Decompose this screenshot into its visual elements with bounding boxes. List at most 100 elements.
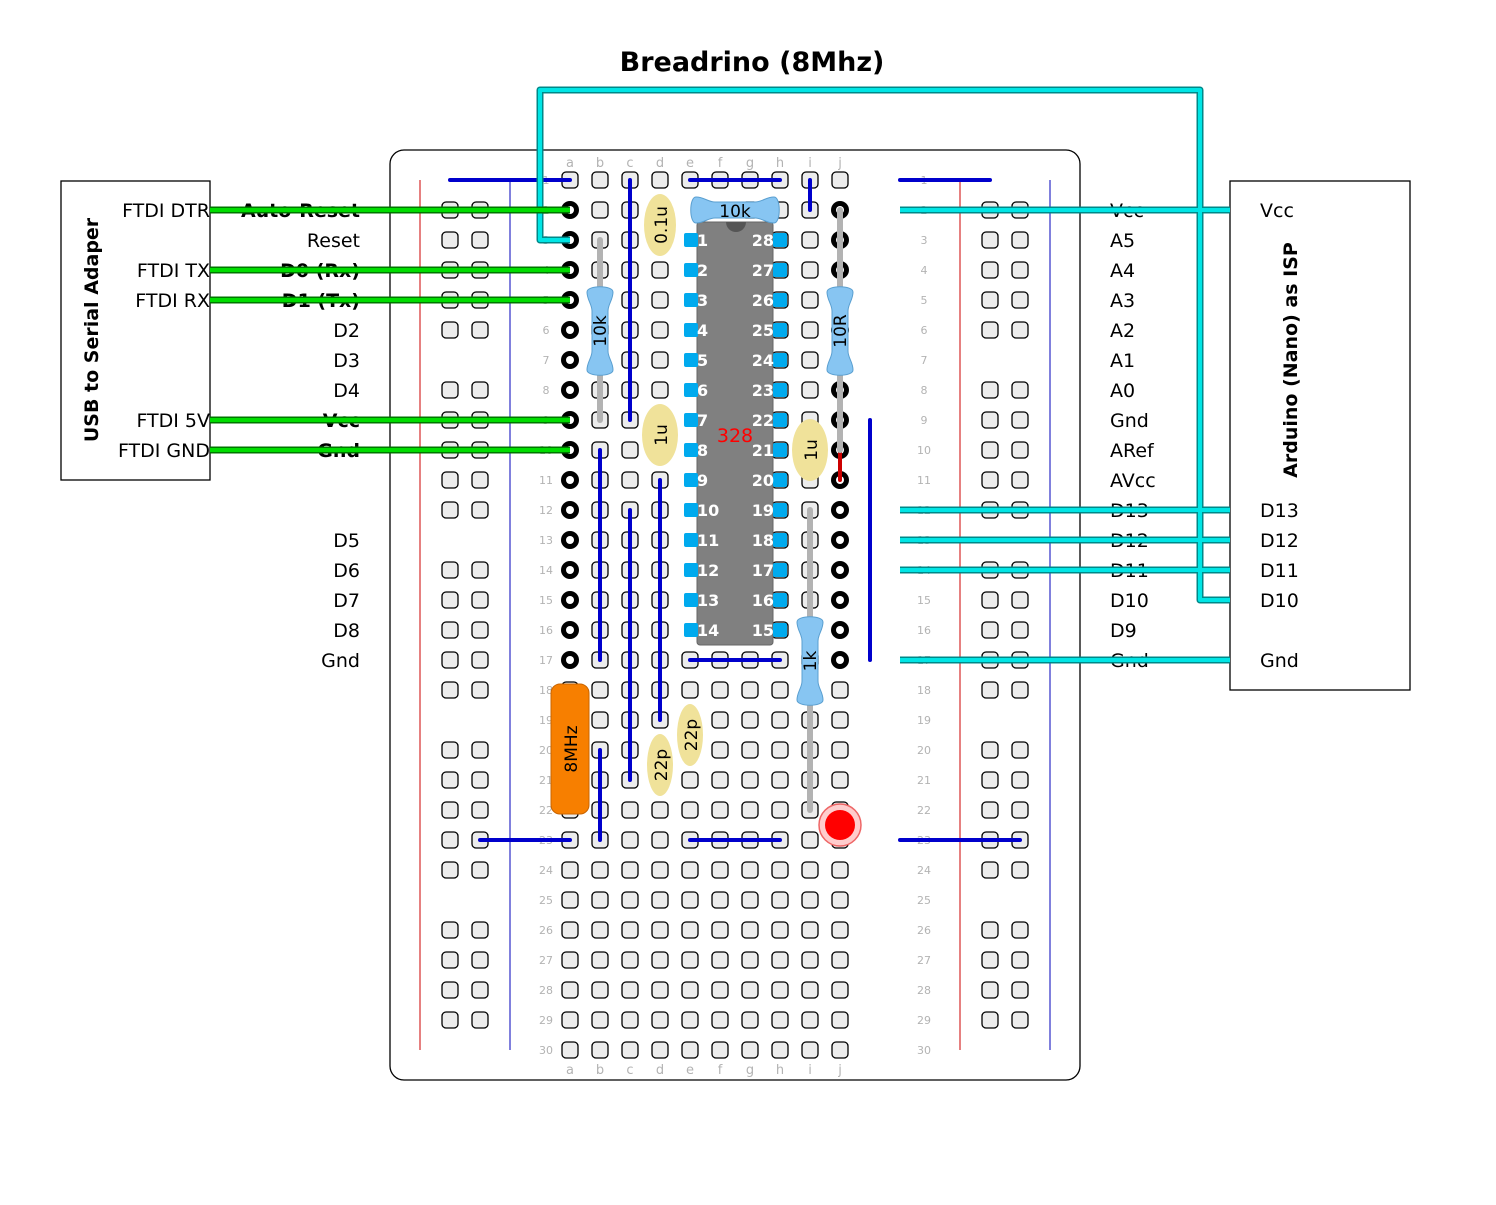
isp-pin-label: D12 bbox=[1260, 530, 1299, 552]
row-label-left: 15 bbox=[539, 594, 553, 607]
hole bbox=[591, 711, 609, 729]
hole bbox=[621, 951, 639, 969]
hole bbox=[591, 981, 609, 999]
rail-hole bbox=[1011, 681, 1029, 699]
function-label: D9 bbox=[1110, 620, 1137, 642]
hole bbox=[771, 741, 789, 759]
hole bbox=[771, 921, 789, 939]
isp-pin-label: Gnd bbox=[1260, 650, 1299, 672]
resistor-reset-body bbox=[586, 286, 614, 376]
chip-pin-number: 28 bbox=[752, 231, 774, 250]
chip-pin-number: 21 bbox=[752, 441, 774, 460]
row-label-right: 6 bbox=[921, 324, 928, 337]
chip-pin-left bbox=[684, 623, 698, 637]
rail-hole bbox=[471, 741, 489, 759]
hole bbox=[801, 351, 819, 369]
rail-hole bbox=[441, 471, 459, 489]
hole-connected-center bbox=[566, 506, 574, 514]
hole bbox=[651, 801, 669, 819]
chip-pin-right bbox=[773, 233, 787, 247]
chip-pin-left bbox=[684, 353, 698, 367]
hole bbox=[801, 981, 819, 999]
function-label: Gnd bbox=[321, 650, 360, 672]
chip-pin-number: 16 bbox=[752, 591, 774, 610]
chip-pin-number: 8 bbox=[697, 441, 708, 460]
chip-pin-left bbox=[684, 413, 698, 427]
hole bbox=[591, 1041, 609, 1059]
ftdi-adapter-label: USB to Serial Adaper bbox=[81, 217, 103, 442]
hole bbox=[741, 891, 759, 909]
row-label-right: 28 bbox=[917, 984, 931, 997]
capacitor-1u-right: 1u bbox=[792, 419, 828, 481]
isp-pin-label: D10 bbox=[1260, 590, 1299, 612]
hole bbox=[651, 381, 669, 399]
hole bbox=[621, 471, 639, 489]
isp-label: Arduino (Nano) as ISP bbox=[1280, 242, 1302, 478]
row-label-left: 14 bbox=[539, 564, 553, 577]
jumper-wires bbox=[448, 178, 1022, 842]
resistor-1k: 1k bbox=[796, 616, 824, 706]
row-label-left: 12 bbox=[539, 504, 553, 517]
rail-hole bbox=[981, 471, 999, 489]
function-label: A5 bbox=[1110, 230, 1135, 252]
hole bbox=[561, 1011, 579, 1029]
row-label-left: 22 bbox=[539, 804, 553, 817]
capacitor-22p-a-label: 22p bbox=[652, 749, 672, 781]
hole-connected-center bbox=[836, 626, 844, 634]
rail-hole bbox=[1011, 291, 1029, 309]
chip-pin-right bbox=[773, 503, 787, 517]
isp-pin-label: D13 bbox=[1260, 500, 1299, 522]
function-label: D10 bbox=[1110, 590, 1149, 612]
row-label-left: 17 bbox=[539, 654, 553, 667]
chip-pin-number: 13 bbox=[697, 591, 719, 610]
resistor-top-10k: 10k bbox=[690, 196, 780, 224]
hole bbox=[561, 921, 579, 939]
rail-hole bbox=[471, 621, 489, 639]
hole bbox=[771, 981, 789, 999]
hole bbox=[711, 861, 729, 879]
capacitor-0-1u: 0.1u bbox=[644, 194, 676, 256]
column-label-top: c bbox=[626, 156, 633, 171]
chip-pin-number: 7 bbox=[697, 411, 708, 430]
chip-pin-right bbox=[773, 263, 787, 277]
function-label: A3 bbox=[1110, 290, 1135, 312]
hole-connected-center bbox=[566, 386, 574, 394]
row-label-right: 29 bbox=[917, 1014, 931, 1027]
capacitor-0-1u-body bbox=[644, 194, 676, 256]
rail-hole bbox=[441, 501, 459, 519]
function-label: A2 bbox=[1110, 320, 1135, 342]
rail-hole bbox=[1011, 801, 1029, 819]
hole bbox=[651, 321, 669, 339]
rail-hole bbox=[471, 861, 489, 879]
row-label-left: 13 bbox=[539, 534, 553, 547]
hole bbox=[741, 711, 759, 729]
rail-hole bbox=[441, 231, 459, 249]
hole bbox=[831, 861, 849, 879]
hole bbox=[711, 891, 729, 909]
rail-hole bbox=[981, 921, 999, 939]
hole bbox=[681, 1041, 699, 1059]
chip-pin-number: 3 bbox=[697, 291, 708, 310]
rail-hole bbox=[471, 771, 489, 789]
rail-hole bbox=[1011, 381, 1029, 399]
rail-hole bbox=[981, 681, 999, 699]
hole bbox=[801, 831, 819, 849]
hole-connected-center bbox=[566, 566, 574, 574]
rail-hole bbox=[441, 981, 459, 999]
ftdi-pin-label: FTDI TX bbox=[137, 260, 210, 282]
chip-pin-number: 11 bbox=[697, 531, 719, 550]
hole bbox=[621, 1041, 639, 1059]
hole bbox=[651, 831, 669, 849]
hole bbox=[741, 981, 759, 999]
chip-pin-left bbox=[684, 593, 698, 607]
chip-pin-number: 5 bbox=[697, 351, 708, 370]
isp-pin-label: D11 bbox=[1260, 560, 1299, 582]
chip-pin-number: 19 bbox=[752, 501, 774, 520]
capacitor-1u-left-body bbox=[642, 404, 678, 466]
hole-connected-center bbox=[836, 536, 844, 544]
rail-hole bbox=[1011, 261, 1029, 279]
hole bbox=[651, 921, 669, 939]
hole bbox=[621, 1011, 639, 1029]
row-label-left: 29 bbox=[539, 1014, 553, 1027]
rail-hole bbox=[1011, 1011, 1029, 1029]
